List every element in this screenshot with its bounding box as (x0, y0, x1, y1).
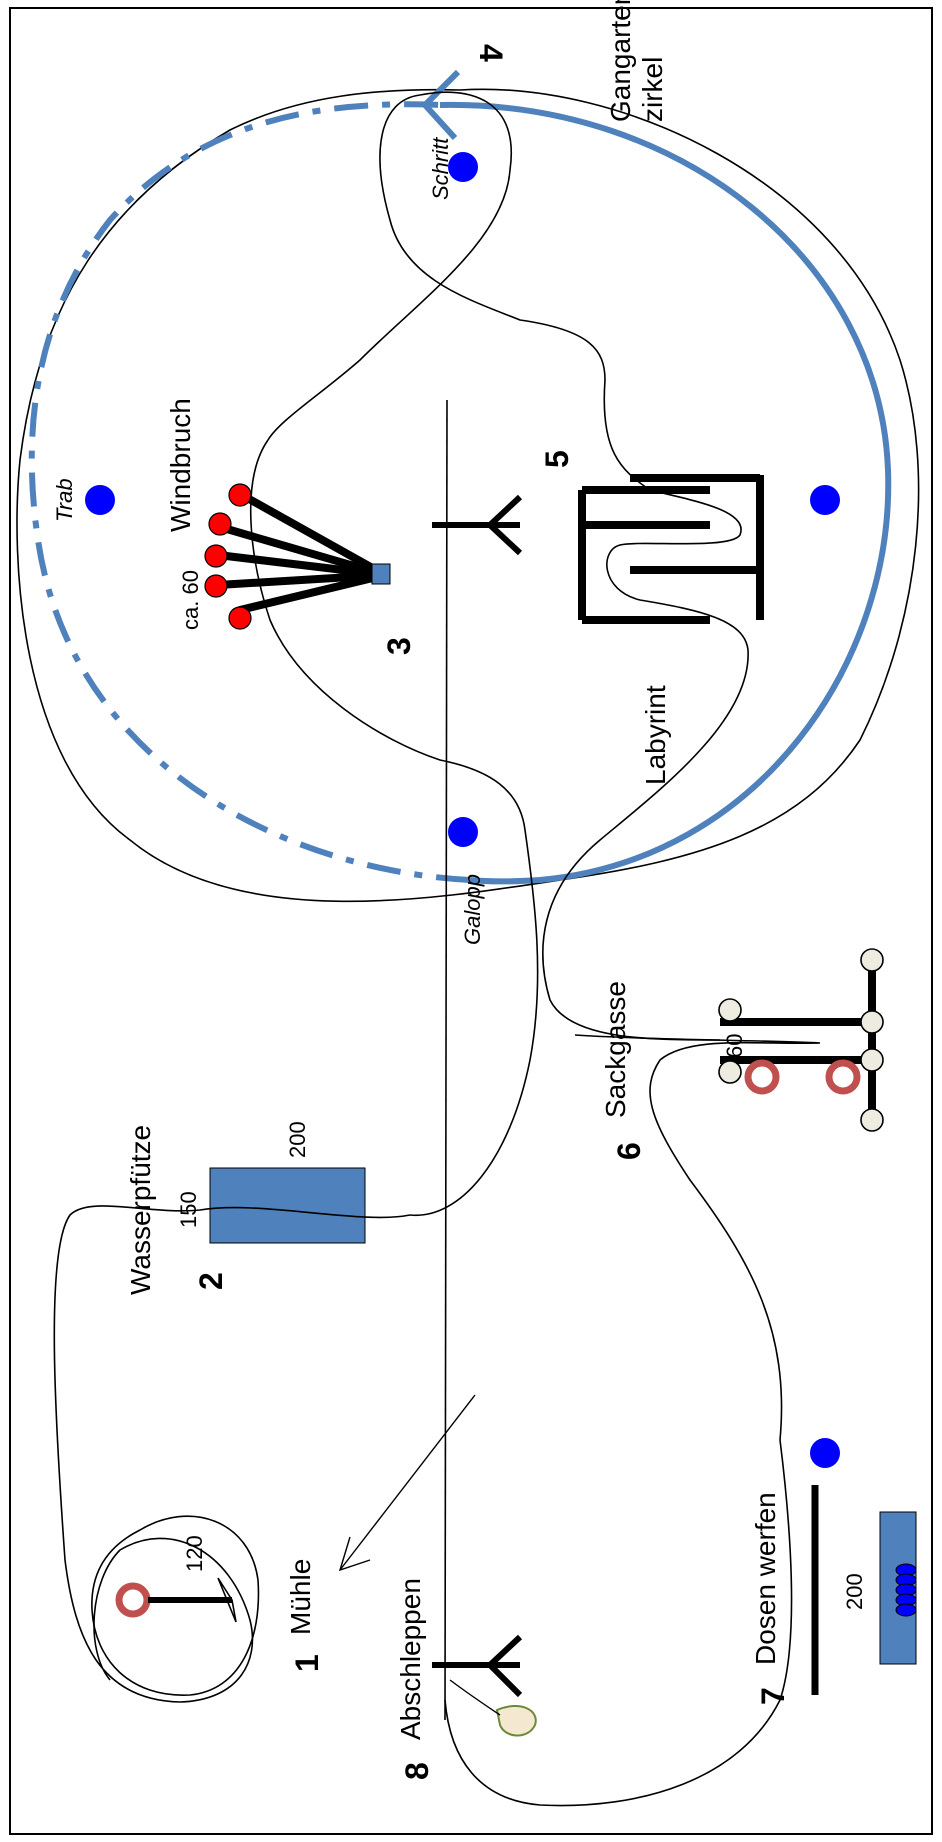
path-bottom-loop (444, 1439, 793, 1807)
station-3-name: Windbruch (165, 398, 196, 532)
center-line (444, 399, 448, 1721)
station-2-width: 200 (285, 1121, 310, 1158)
cone-2 (860, 1010, 884, 1034)
gait-circle-solid-arc (439, 101, 892, 885)
ring-2 (825, 1059, 861, 1095)
windbruch-pole-4 (216, 523, 389, 579)
mill-center-ring (115, 1582, 151, 1618)
label-trot: Trab (52, 478, 77, 522)
label-walk: Schritt (428, 137, 453, 200)
center-y-marker (432, 494, 523, 556)
windbruch-end-5 (228, 483, 252, 507)
station-7-number: 7 (755, 1687, 791, 1705)
station-6-name: Sackgasse (600, 981, 631, 1118)
page-frame (9, 7, 933, 1835)
path-through-windbruch (249, 439, 539, 1216)
windbruch-pole-1 (236, 571, 389, 614)
station-7-size: 200 (842, 1573, 867, 1610)
gait-circle-dashed-arc (28, 101, 471, 883)
path-through-puddle (53, 1205, 411, 1703)
station-1-number: 1 (289, 1654, 325, 1672)
outer-boundary-loop (16, 88, 920, 903)
windbruch-end-3 (204, 544, 228, 568)
station-3-size: ca. 60 (178, 570, 203, 630)
windbruch-end-1 (228, 606, 252, 630)
labyrinth (578, 474, 764, 624)
water-puddle (209, 1167, 366, 1244)
ring-1 (744, 1059, 780, 1095)
station-3-number: 3 (381, 637, 417, 655)
cone-3 (860, 1048, 884, 1072)
label-canter: Galopp (460, 874, 485, 945)
walk-inner-loop (267, 91, 513, 441)
mill-arrow-head (338, 1536, 371, 1572)
station-7-name: Dosen werfen (750, 1492, 781, 1665)
marker-right (810, 485, 840, 515)
cone-6 (718, 1060, 742, 1084)
windbruch-end-4 (208, 512, 232, 536)
station-5-name: Labyrint (640, 685, 671, 785)
station-6-number: 6 (611, 1142, 647, 1160)
station-4-name-line2: zirkel (637, 57, 668, 122)
windbruch-poles (214, 491, 389, 614)
path-through-labyrinth (542, 379, 749, 1041)
station-1-size: 120 (182, 1535, 207, 1572)
can-5 (895, 1603, 917, 1617)
windbruch-pole-ends (204, 483, 252, 630)
station-1-name: Mühle (285, 1559, 316, 1635)
mill-loop (91, 1515, 260, 1696)
windbruch-pole-5 (238, 491, 389, 579)
cone-5 (718, 998, 742, 1022)
windbruch-end-2 (204, 574, 228, 598)
direction-arrow (420, 69, 461, 141)
mill-sail-icon (217, 1577, 237, 1623)
station-8-number: 8 (399, 1762, 435, 1780)
station-4-number: 4 (473, 44, 509, 62)
cans-stack (895, 1563, 917, 1617)
windbruch-pole-3 (214, 551, 389, 579)
sackgasse-entry-path (574, 1034, 821, 1441)
marker-canter (448, 817, 478, 847)
station-2-number: 2 (193, 1272, 229, 1290)
marker-trot (85, 485, 115, 515)
marker-walk (448, 152, 478, 182)
station-8-name: Abschleppen (395, 1578, 426, 1740)
cone-4 (860, 1108, 884, 1132)
sackgasse-cones (718, 948, 884, 1132)
tow-rope (449, 1679, 501, 1716)
station-5-number: 5 (539, 450, 575, 468)
tow-y-marker (432, 1634, 523, 1698)
station-4-name-line1: Gangarten- (605, 0, 636, 122)
marker-cans (810, 1438, 840, 1468)
station-6-size: 60 (722, 1034, 747, 1058)
mill-arrow-shaft (339, 1394, 476, 1571)
tow-sack-icon (495, 1705, 537, 1737)
cone-1 (860, 948, 884, 972)
walk-inner-loop-top (379, 94, 606, 381)
sackgasse-rings (744, 1059, 861, 1095)
windbruch-pole-2 (214, 571, 389, 589)
windbruch-hub (371, 563, 391, 585)
